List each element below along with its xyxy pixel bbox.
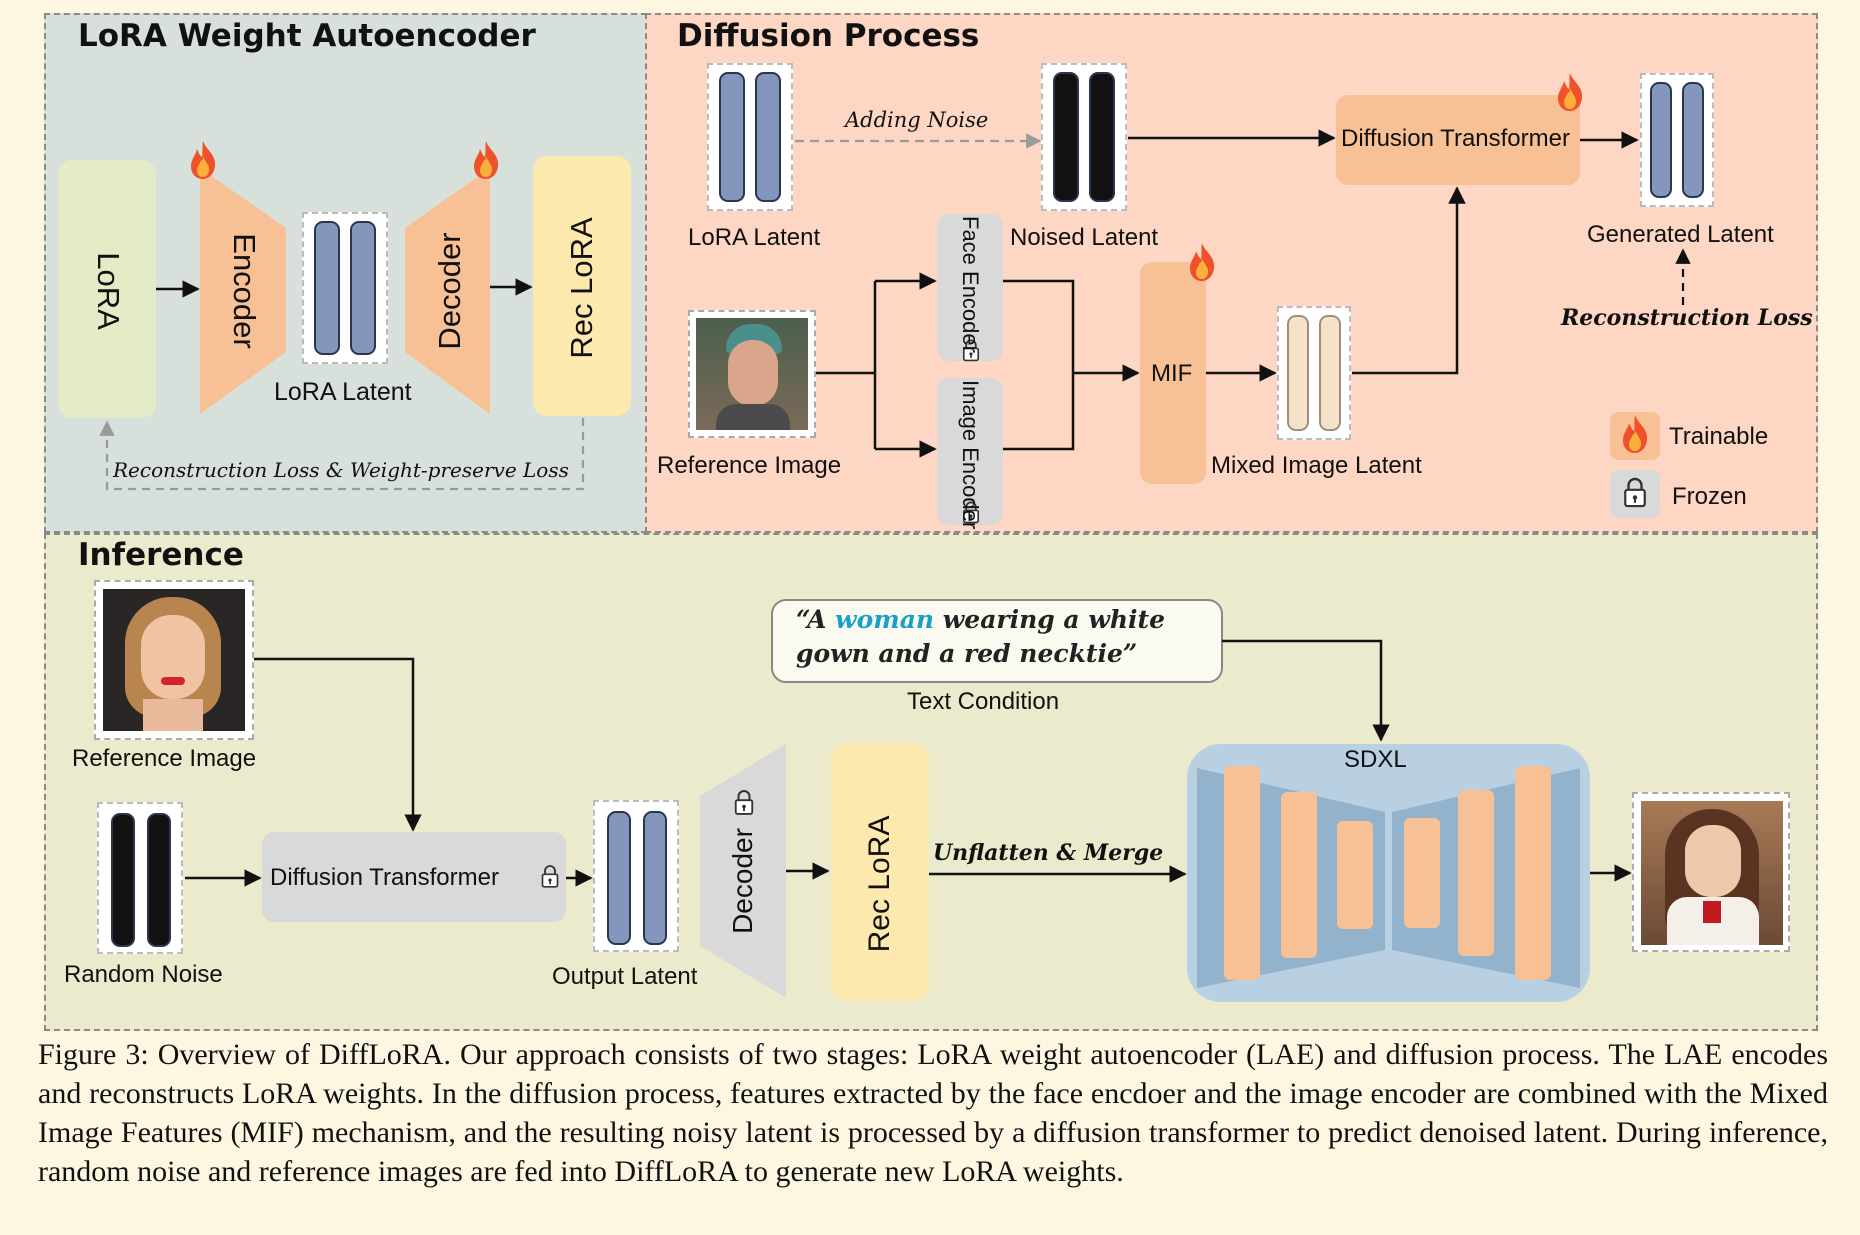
noised-latent-icon — [1041, 63, 1127, 211]
prompt-highlight: woman — [835, 605, 935, 634]
lora-latent-icon — [707, 63, 793, 211]
inf-rec-lora-block — [831, 744, 929, 1000]
inf-decoder-label: Decoder — [727, 828, 758, 934]
inference-title: Inference — [78, 537, 244, 573]
text-condition-label: Text Condition — [907, 688, 1060, 715]
rec-lora-label: Rec LoRA — [564, 217, 599, 359]
lae-loss-label: Reconstruction Loss & Weight-preserve Lo… — [113, 458, 569, 482]
encoder-label: Encoder — [227, 233, 262, 349]
prompt-open: “A — [796, 605, 836, 634]
flame-icon — [1190, 243, 1215, 281]
lae-decoder-label: Decoder — [432, 232, 467, 350]
adding-noise-label: Adding Noise — [845, 108, 989, 132]
mixed-latent-icon — [1277, 306, 1351, 440]
generated-image — [1632, 792, 1790, 952]
lae-title: LoRA Weight Autoencoder — [78, 18, 536, 54]
reference-image-label: Reference Image — [657, 452, 842, 479]
diffusion-transformer-block — [1336, 95, 1580, 185]
mif-label: MIF — [1151, 360, 1193, 387]
prompt-text: “A woman wearing a white gown and a red … — [796, 603, 1165, 671]
legend-trainable: Trainable — [1669, 423, 1769, 450]
legend-frozen: Frozen — [1672, 483, 1747, 510]
lora-block — [58, 160, 156, 418]
generated-latent-label: Generated Latent — [1587, 221, 1774, 248]
lae-decoder-block — [405, 168, 490, 414]
output-latent-label: Output Latent — [552, 963, 698, 990]
unflatten-merge-label: Unflatten & Merge — [933, 840, 1164, 866]
figure-caption: Figure 3: Overview of DiffLoRA. Our appr… — [38, 1038, 1828, 1188]
flame-icon — [191, 141, 216, 179]
inf-reference-image-label: Reference Image — [72, 745, 257, 772]
inf-decoder-block — [700, 744, 786, 998]
image-encoder-block — [937, 378, 1003, 525]
generated-latent-icon — [1640, 73, 1714, 207]
mif-block — [1140, 262, 1206, 484]
mixed-latent-label: Mixed Image Latent — [1211, 452, 1422, 479]
inf-rec-lora-label: Rec LoRA — [863, 815, 896, 953]
inf-diffusion-transformer-block — [262, 832, 566, 922]
noised-latent-label: Noised Latent — [1010, 224, 1159, 251]
flame-icon — [1558, 73, 1583, 111]
image-encoder-label: Image Encoder — [958, 380, 983, 530]
sdxl-label: SDXL — [1344, 746, 1407, 773]
lae-latent-label: LoRA Latent — [274, 378, 412, 406]
random-noise-label: Random Noise — [64, 961, 223, 988]
flame-icon — [474, 141, 499, 179]
reference-image-man — [688, 310, 816, 438]
face-encoder-block — [937, 214, 1003, 361]
encoder-block — [200, 168, 286, 414]
output-latent-icon — [593, 800, 679, 952]
lora-label: LoRA — [91, 252, 126, 330]
reconstruction-loss-label: Reconstruction Loss — [1561, 305, 1813, 331]
lae-latent-icon — [302, 212, 388, 364]
rec-lora-block — [533, 156, 631, 416]
prompt-line2: gown and a red necktie” — [796, 639, 1138, 668]
random-noise-icon — [97, 802, 183, 954]
diffusion-transformer-label: Diffusion Transformer — [1341, 125, 1570, 152]
face-encoder-label: Face Encoder — [958, 216, 983, 353]
inf-transformer-label: Diffusion Transformer — [270, 864, 499, 891]
lora-latent-label: LoRA Latent — [688, 224, 821, 251]
prompt-line1-rest: wearing a white — [934, 605, 1165, 634]
diffusion-title: Diffusion Process — [677, 18, 980, 54]
reference-image-woman — [94, 580, 254, 740]
